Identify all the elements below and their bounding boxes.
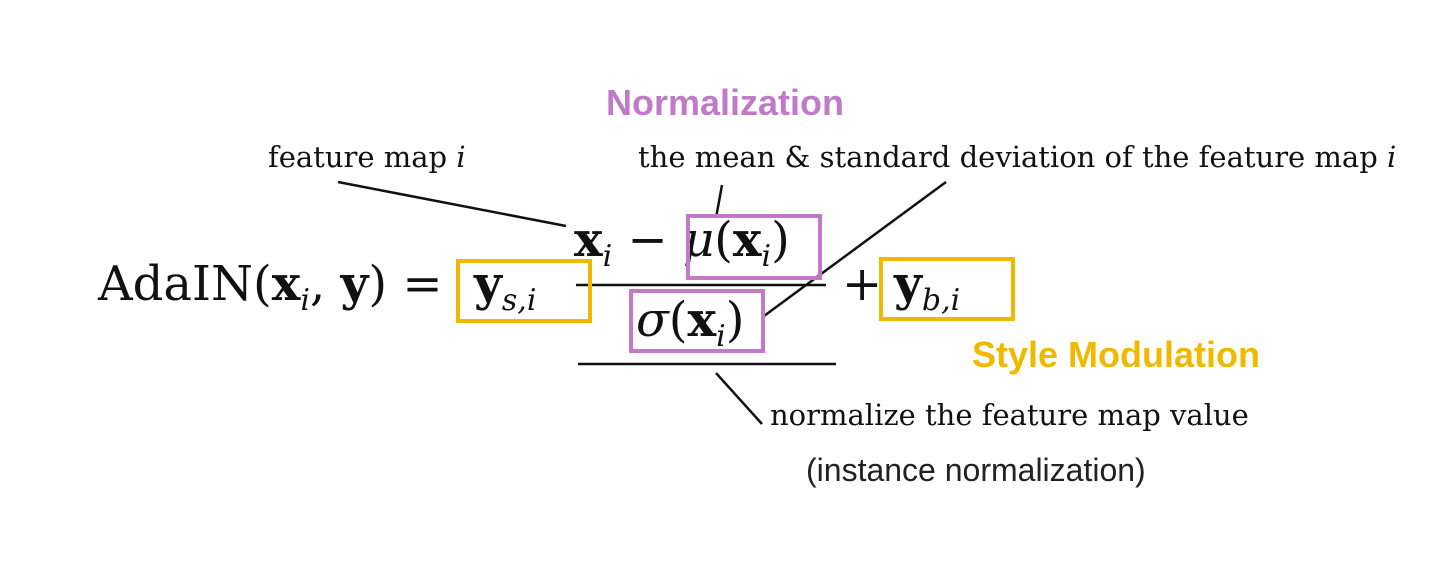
num-inner-sub: i: [761, 239, 772, 274]
feature-map-label: feature map i: [268, 140, 466, 174]
normalize-pointer: [715, 372, 763, 425]
style-modulation-heading: Style Modulation: [972, 334, 1260, 375]
num-inner-x: x: [732, 212, 762, 268]
num-close: ): [771, 212, 790, 268]
normalize-label: normalize the feature map value: [770, 398, 1249, 432]
den-open: (: [668, 292, 688, 348]
den-sub: i: [716, 319, 726, 354]
plus-sign: +: [842, 256, 883, 312]
num-open: (: [714, 212, 733, 268]
scale-sub: s,i: [501, 283, 537, 318]
num-x: x: [574, 212, 603, 268]
mean-std-var: i: [1387, 140, 1397, 174]
feature-map-pointer: [337, 180, 567, 228]
bias-sub: b,i: [921, 283, 961, 318]
mean-std-text: the mean & standard deviation of the fea…: [638, 140, 1388, 174]
adain-name: AdaIN(: [98, 256, 272, 312]
scale-y: y: [474, 256, 502, 312]
scale-highlight-box: [456, 259, 592, 323]
lhs-y: y: [340, 256, 369, 312]
instance-normalization-label: (instance normalization): [806, 452, 1146, 488]
lhs-x-sub: i: [300, 283, 310, 318]
num-minus: −: [612, 212, 683, 268]
mean-std-label: the mean & standard deviation of the fea…: [638, 140, 1396, 174]
lhs-close: ) =: [368, 256, 443, 312]
sigma-symbol: σ: [636, 292, 669, 348]
lhs-sep: ,: [309, 256, 341, 312]
formula-lhs: AdaIN(xi, y) =: [98, 256, 443, 318]
feature-map-text: feature map: [268, 140, 457, 174]
bias-y: y: [894, 256, 922, 312]
feature-map-var: i: [456, 140, 466, 174]
den-x: x: [687, 292, 717, 348]
mean-highlight-box: [686, 214, 822, 280]
normalization-heading: Normalization: [606, 82, 845, 123]
den-close: ): [725, 292, 745, 348]
std-pointer: [763, 180, 947, 318]
style-scale-term: ys,i: [474, 256, 536, 318]
bias-highlight-box: [879, 257, 1015, 321]
fraction-denominator: σ(xi): [636, 292, 744, 354]
fraction-numerator: xi − μ(xi): [574, 212, 790, 274]
std-highlight-box: [629, 289, 765, 353]
lhs-x: x: [271, 256, 301, 312]
mean-pointer: [714, 184, 724, 219]
num-x-sub: i: [602, 239, 613, 274]
style-bias-term: yb,i: [894, 256, 960, 318]
